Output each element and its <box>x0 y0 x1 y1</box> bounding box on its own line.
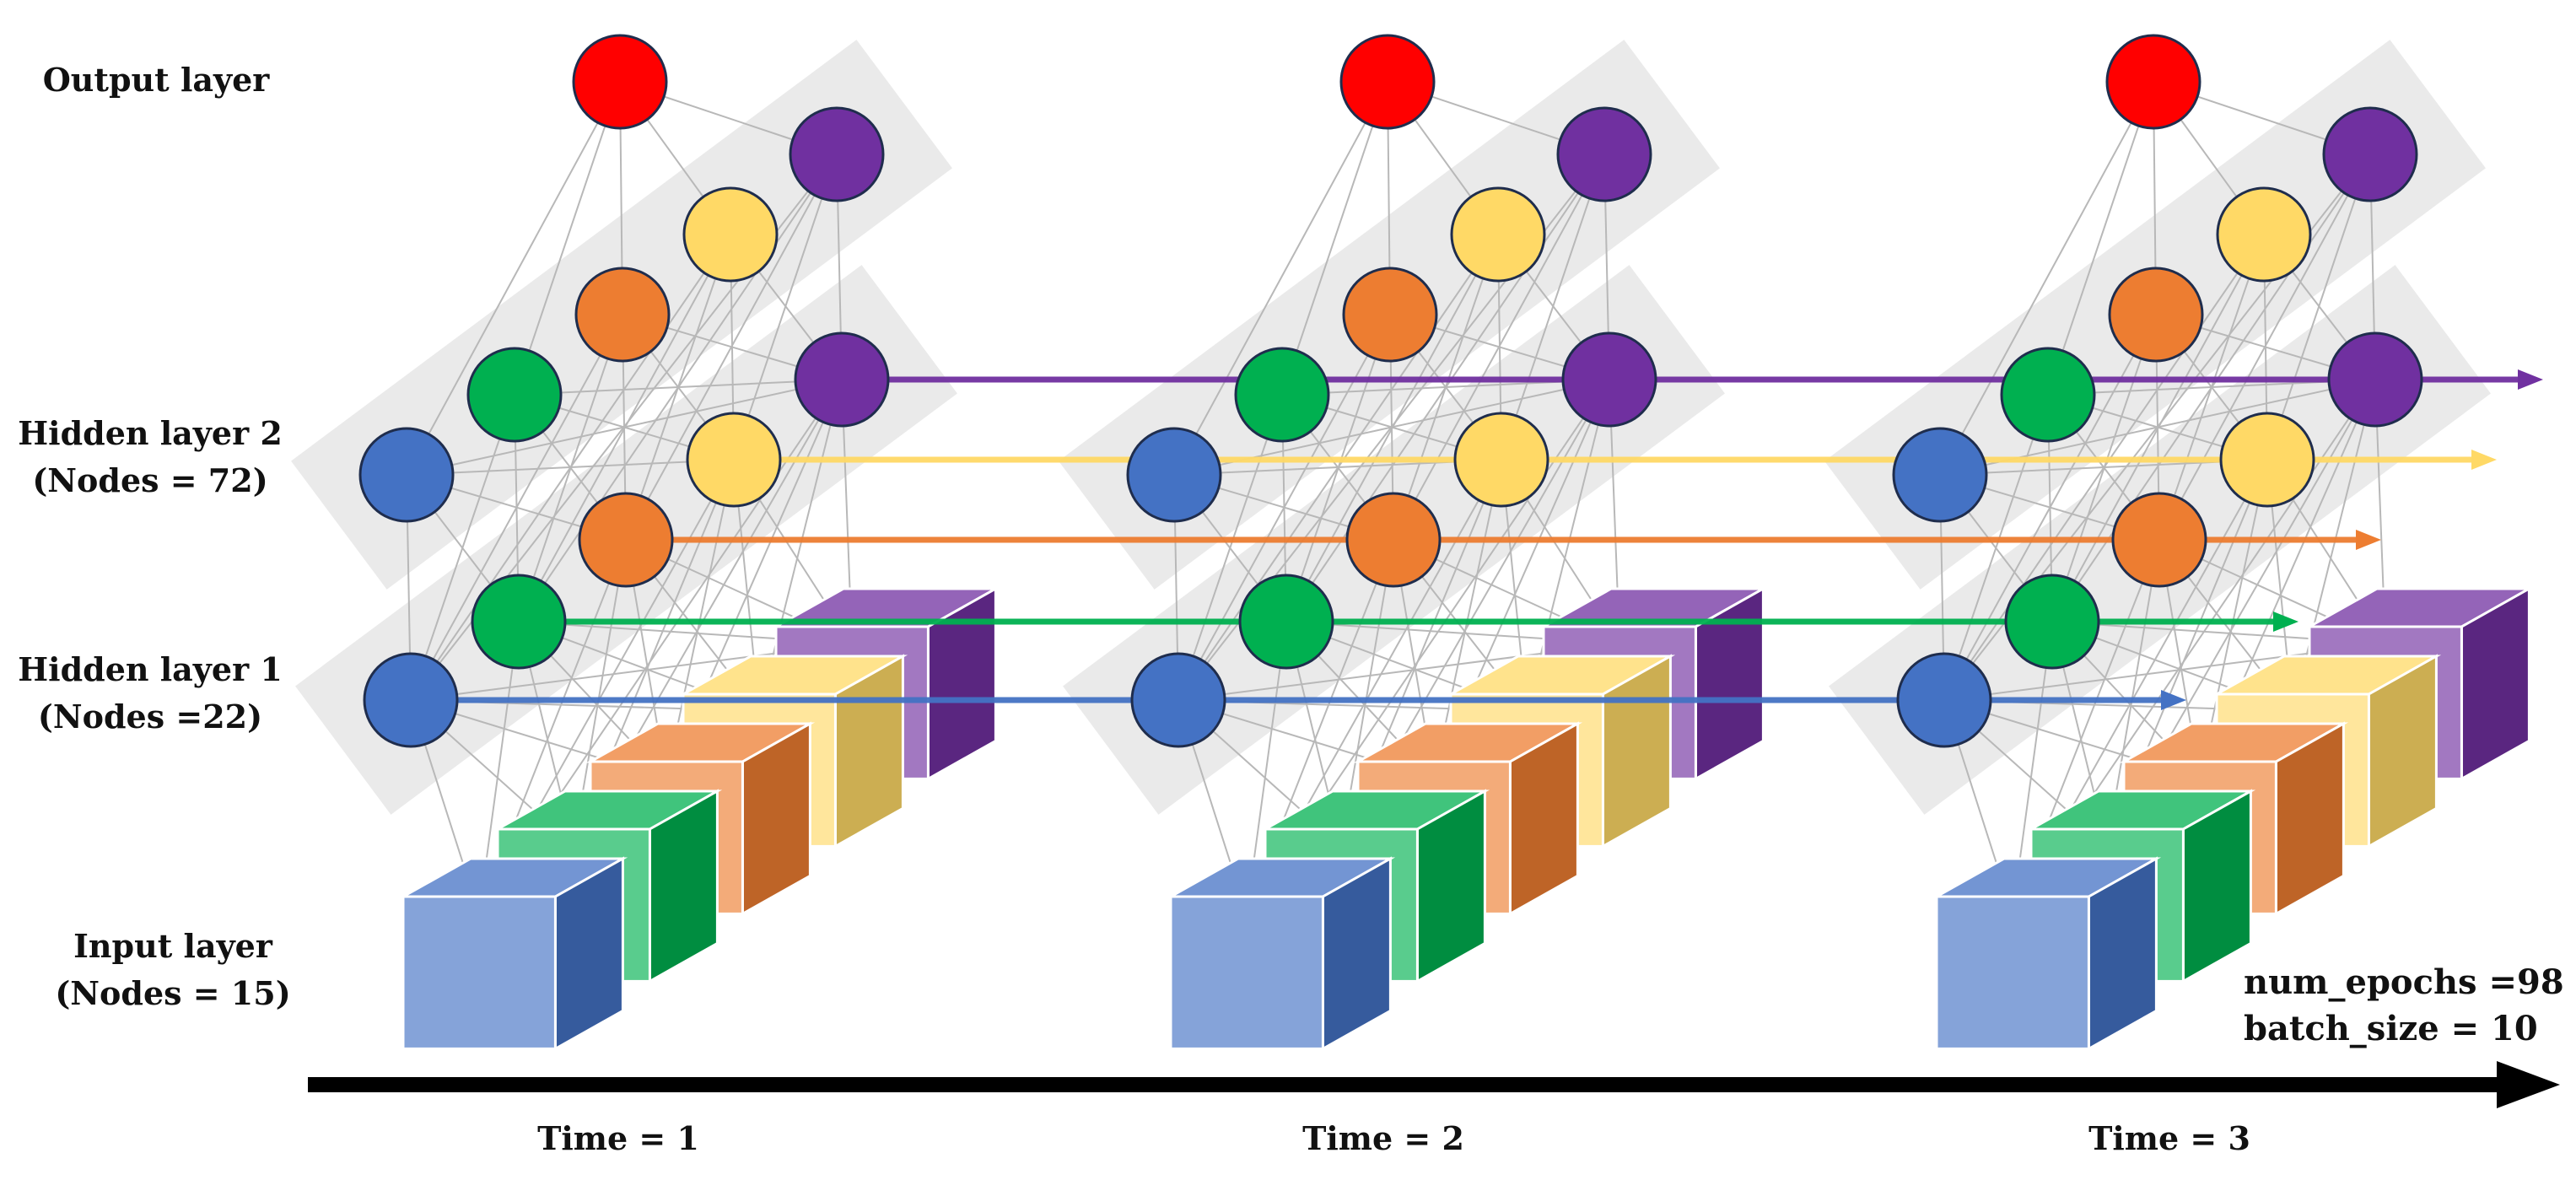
edge-hidden2-output <box>1939 81 2154 476</box>
edge-hidden1-hidden2 <box>406 459 735 476</box>
recurrent-arrowhead-orange <box>2356 530 2381 550</box>
edge-hidden2-output <box>1281 81 1388 396</box>
time-label-2: Time = 2 <box>1302 1119 1464 1157</box>
time-axis-arrowhead <box>2497 1061 2560 1108</box>
hidden2-node-orange-t2 <box>1342 267 1438 363</box>
hidden1-node-yellow-t3 <box>2219 412 2315 508</box>
output-node-t2 <box>1339 34 1436 130</box>
hidden1-node-green-t2 <box>1238 574 1334 670</box>
hidden1-node-blue-t2 <box>1130 652 1226 748</box>
hidden2-node-green-t2 <box>1234 347 1330 443</box>
hidden2-node-purple-t2 <box>1556 106 1652 202</box>
hidden1-node-green-t1 <box>471 574 567 670</box>
edge-hidden2-output <box>2047 81 2154 396</box>
hidden2-node-green-t3 <box>2000 347 2096 443</box>
time-label-3: Time = 3 <box>2088 1119 2250 1157</box>
hidden1-node-blue-t1 <box>363 652 459 748</box>
hidden2-node-blue-t1 <box>358 427 455 523</box>
input-cube-blue-t2 <box>1166 856 1396 1051</box>
hidden1-node-yellow-t1 <box>686 412 782 508</box>
hidden2-node-orange-t1 <box>574 267 671 363</box>
batch-size-label: batch_size = 10 <box>2244 1009 2538 1048</box>
hidden1-node-orange-t3 <box>2111 492 2207 588</box>
hidden1-node-orange-t1 <box>578 492 674 588</box>
hidden2-node-purple-t3 <box>2322 106 2418 202</box>
edge-hidden1-hidden2 <box>406 379 843 476</box>
hidden2-node-blue-t2 <box>1126 427 1222 523</box>
hidden2-node-yellow-t2 <box>1450 186 1546 283</box>
hidden1-node-green-t3 <box>2004 574 2100 670</box>
time-label-1: Time = 1 <box>537 1119 699 1157</box>
edge-hidden1-hidden2 <box>514 379 843 396</box>
input-cube-blue-t3 <box>1932 856 2162 1051</box>
output-layer-label: Output layer <box>43 61 271 99</box>
hidden-layer-2-nodes: (Nodes = 72) <box>32 461 267 499</box>
hidden2-node-blue-t3 <box>1892 427 1988 523</box>
hidden-layer-1-label: Hidden layer 1 <box>18 650 283 688</box>
hidden1-node-yellow-t2 <box>1453 412 1549 508</box>
hidden1-node-orange-t2 <box>1345 492 1442 588</box>
output-node-t3 <box>2105 34 2201 130</box>
recurrent-arrowhead-blue <box>2161 690 2186 710</box>
edge-hidden2-output <box>406 81 621 476</box>
hidden1-node-blue-t3 <box>1896 652 1992 748</box>
input-layer-label: Input layer <box>73 927 273 965</box>
hidden2-node-yellow-t3 <box>2216 186 2312 283</box>
hidden1-node-purple-t2 <box>1561 331 1657 428</box>
num-epochs-label: num_epochs =98 <box>2244 962 2564 1002</box>
output-node-t1 <box>572 34 668 130</box>
hidden2-node-yellow-t1 <box>682 186 779 283</box>
edge-hidden2-output <box>1173 81 1388 476</box>
hidden1-node-purple-t3 <box>2327 331 2423 428</box>
input-cubes <box>398 586 2535 1051</box>
hidden2-node-purple-t1 <box>789 106 885 202</box>
hidden-layer-1-nodes: (Nodes =22) <box>38 698 262 735</box>
hidden-layer-2-label: Hidden layer 2 <box>18 414 283 452</box>
input-layer-nodes: (Nodes = 15) <box>55 974 290 1012</box>
recurrent-arrowhead-green <box>2273 612 2298 632</box>
recurrent-arrowhead-yellow <box>2471 450 2497 470</box>
recurrent-arrowhead-purple <box>2518 369 2543 390</box>
hidden1-node-purple-t1 <box>794 331 890 428</box>
hidden2-node-orange-t3 <box>2108 267 2204 363</box>
input-cube-blue-t1 <box>398 856 628 1051</box>
neuron-nodes <box>358 34 2423 748</box>
edge-hidden2-output <box>514 81 621 396</box>
hidden2-node-green-t1 <box>466 347 563 443</box>
recurrent-arrows <box>411 369 2543 710</box>
